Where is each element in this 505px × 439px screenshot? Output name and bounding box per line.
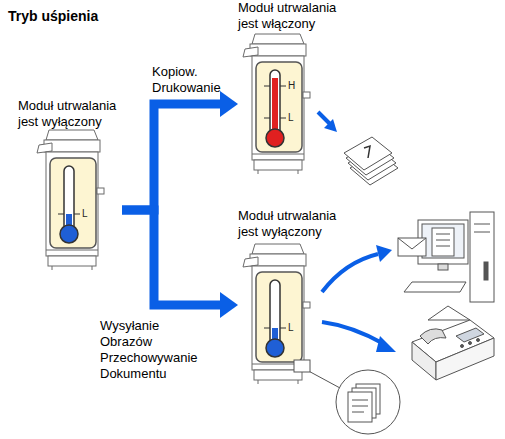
flow-arrow: [122, 210, 224, 305]
level-mark: H: [288, 80, 295, 92]
title: Tryb uśpienia: [8, 8, 98, 24]
thermometer: [50, 158, 96, 248]
level-mark: L: [288, 322, 294, 334]
level-mark: L: [288, 112, 294, 124]
thermometer: [256, 272, 302, 362]
printer-node: Moduł utrwalania jest wyłączony: [238, 208, 342, 388]
storage-callout: [294, 360, 400, 434]
printer: [37, 130, 104, 270]
printer: [243, 34, 310, 174]
print-output: [318, 112, 398, 185]
arrow-head: [220, 292, 238, 318]
fax: [412, 306, 494, 380]
node-caption: Moduł utrwalania jest wyłączony: [238, 208, 342, 240]
flow-arrow: [122, 104, 224, 210]
arrow-head: [220, 91, 238, 117]
level-mark: L: [82, 208, 88, 220]
node-caption: Moduł utrwalania jest włączony: [238, 0, 342, 32]
edge-label: Kopiow. Drukowanie: [152, 64, 221, 96]
thermometer: [256, 62, 302, 152]
computer: [398, 212, 494, 302]
printer-node: Moduł utrwalania jest wyłączony: [18, 98, 122, 276]
edge-label: Wysyłanie Obrazów Przechowywanie Dokumen…: [100, 318, 198, 382]
send-arrows: [322, 254, 384, 344]
node-caption: Moduł utrwalania jest wyłączony: [18, 98, 122, 130]
printer: [243, 244, 310, 384]
